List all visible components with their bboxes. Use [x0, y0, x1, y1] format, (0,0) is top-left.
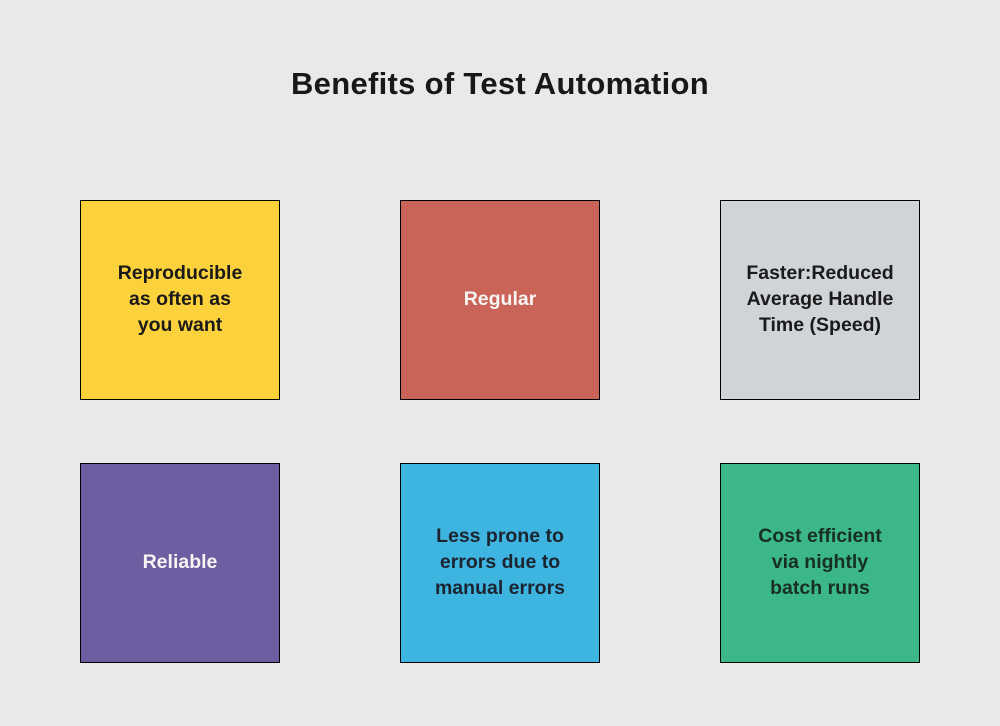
card-label: Cost efficient via nightly batch runs	[758, 525, 882, 599]
card-faster: Faster:Reduced Average Handle Time (Spee…	[720, 200, 920, 400]
card-label: Regular	[463, 288, 537, 311]
card-label: Reliable	[142, 551, 218, 574]
card-less-errors: Less prone to errors due to manual error…	[400, 463, 600, 663]
card-reliable: Reliable	[80, 463, 280, 663]
card-regular: Regular	[400, 200, 600, 400]
card-reproducible: Reproducible as often as you want	[80, 200, 280, 400]
card-label: Reproducible as often as you want	[117, 262, 243, 336]
page-title: Benefits of Test Automation	[291, 66, 709, 101]
card-cost-efficient: Cost efficient via nightly batch runs	[720, 463, 920, 663]
card-label: Less prone to errors due to manual error…	[434, 525, 566, 599]
card-label: Faster:Reduced Average Handle Time (Spee…	[746, 262, 894, 336]
